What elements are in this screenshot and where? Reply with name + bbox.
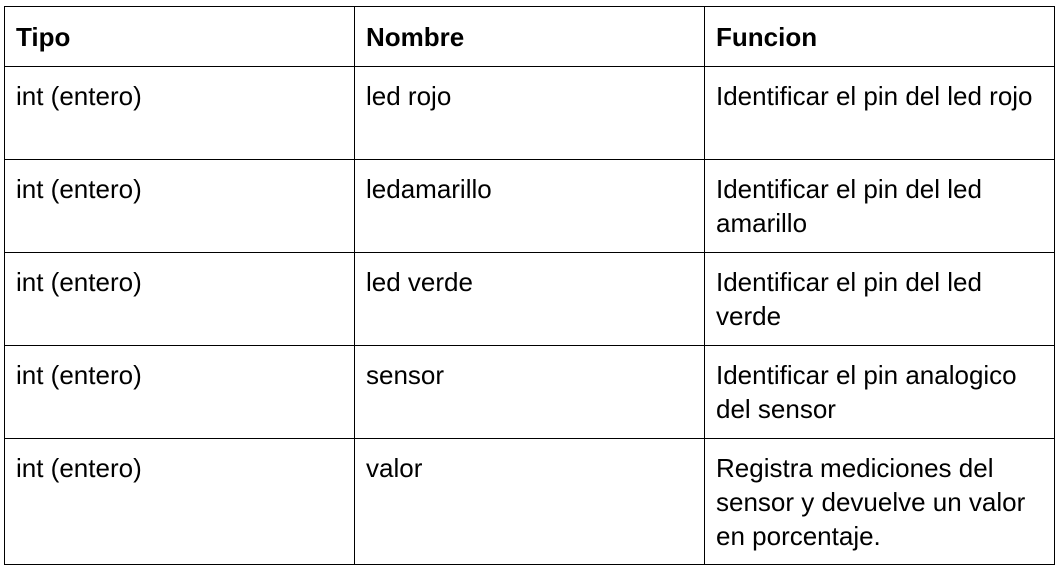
cell-nombre: led rojo [354,66,705,160]
cell-tipo: int (entero) [4,66,355,160]
header-tipo: Tipo [4,6,355,67]
cell-tipo: int (entero) [4,159,355,253]
cell-nombre: sensor [354,345,705,439]
header-funcion: Funcion [704,6,1055,67]
table-row: int (entero) led verde Identificar el pi… [4,252,1055,346]
cell-nombre: led verde [354,252,705,346]
cell-funcion: Identificar el pin del led rojo [704,66,1055,160]
header-nombre: Nombre [354,6,705,67]
table-row: int (entero) led rojo Identificar el pin… [4,66,1055,160]
cell-funcion: Identificar el pin analogico del sensor [704,345,1055,439]
cell-tipo: int (entero) [4,438,355,565]
table-row: int (entero) valor Registra mediciones d… [4,438,1055,565]
cell-nombre: ledamarillo [354,159,705,253]
table-header-row: Tipo Nombre Funcion [4,6,1055,67]
table-row: int (entero) sensor Identificar el pin a… [4,345,1055,439]
cell-funcion: Identificar el pin del led amarillo [704,159,1055,253]
cell-nombre: valor [354,438,705,565]
table-row: int (entero) ledamarillo Identificar el … [4,159,1055,253]
cell-tipo: int (entero) [4,345,355,439]
cell-funcion: Registra mediciones del sensor y devuelv… [704,438,1055,565]
cell-tipo: int (entero) [4,252,355,346]
cell-funcion: Identificar el pin del led verde [704,252,1055,346]
variables-table: Tipo Nombre Funcion int (entero) led roj… [4,6,1055,565]
